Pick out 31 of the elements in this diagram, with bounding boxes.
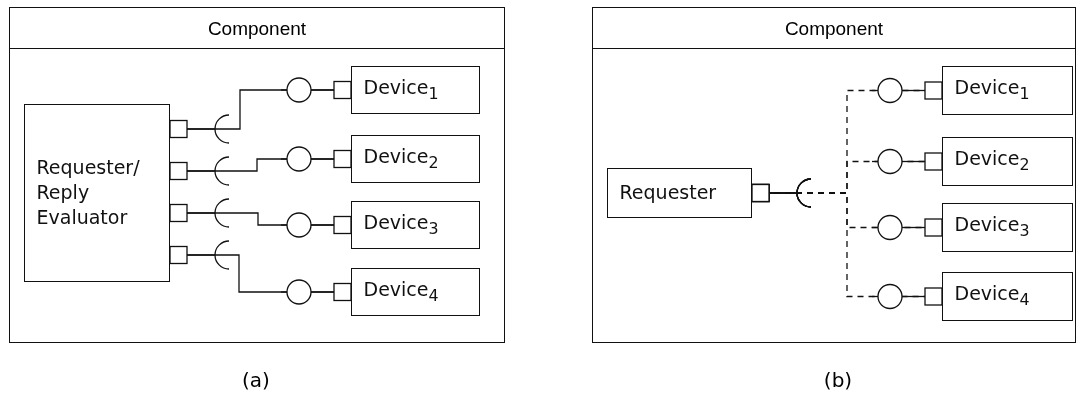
box-label: Requester/ Reply Evaluator — [35, 155, 141, 230]
box-label: Device$_{3}$ — [362, 209, 439, 240]
box-label: Device$_{3}$ — [953, 212, 1030, 242]
subfigure-label: (a) — [242, 368, 270, 392]
box-label: Device$_{1}$ — [953, 75, 1030, 105]
box-label: Device$_{1}$ — [362, 74, 439, 105]
device-box — [350, 200, 480, 249]
frame-title: Component — [10, 8, 504, 49]
device-box — [941, 65, 1073, 115]
assembly-connector — [169, 77, 352, 144]
box-label: Device$_{2}$ — [362, 143, 439, 174]
requester-box — [606, 167, 752, 218]
device-box — [350, 267, 480, 316]
requester-box — [23, 103, 170, 282]
box-label: Device$_{4}$ — [362, 276, 439, 307]
assembly-connector — [169, 240, 352, 305]
box-label: Requester — [618, 180, 717, 205]
frame-title: Component — [593, 8, 1075, 49]
device-box — [350, 134, 480, 183]
device-box — [941, 136, 1073, 186]
component-frame — [9, 7, 505, 343]
device-box — [941, 202, 1073, 252]
component-frame — [592, 7, 1076, 343]
assembly-connector — [169, 146, 352, 186]
subfigure-label: (b) — [823, 368, 853, 392]
assembly-connector — [169, 198, 352, 238]
device-box — [350, 65, 480, 114]
box-label: Device$_{2}$ — [953, 146, 1030, 176]
assembly-connector — [751, 178, 943, 310]
device-box — [941, 271, 1073, 321]
box-label: Device$_{4}$ — [953, 281, 1030, 311]
